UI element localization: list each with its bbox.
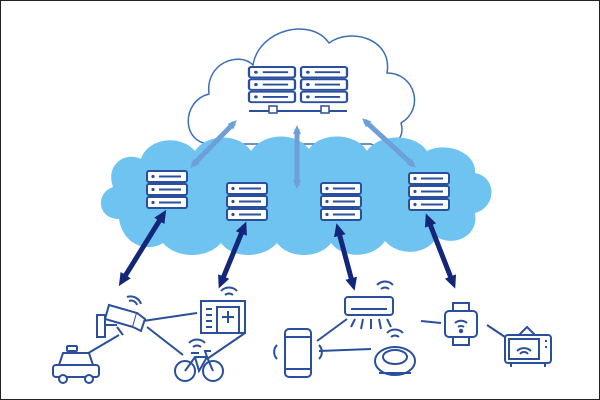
bicycle-icon (174, 338, 224, 382)
fog-device-arrow (118, 209, 167, 287)
smartwatch-icon (444, 302, 478, 346)
fog-device-arrow (334, 223, 357, 291)
device-network-links (84, 312, 506, 360)
cloud-fog-arrow (190, 120, 237, 168)
cloud-fog-arrows (190, 118, 416, 189)
fog-server-icon (146, 170, 188, 209)
server-rack-icon (247, 65, 349, 114)
fog-device-arrow (218, 221, 247, 289)
fog-device-arrows (118, 209, 457, 291)
smartphone-icon (273, 328, 323, 378)
fog-server-icon (408, 172, 450, 211)
cloud-fog-arrow (362, 118, 416, 168)
smart-building-icon (200, 286, 246, 334)
air-conditioner-icon (344, 280, 394, 330)
fog-server-icon (320, 182, 362, 221)
robot-vacuum-icon (374, 328, 416, 376)
security-camera-icon (96, 295, 147, 338)
smart-tv-icon (504, 325, 552, 367)
fog-device-arrow (424, 213, 457, 289)
fog-server-icon (226, 182, 268, 221)
taxi-icon (52, 345, 100, 384)
